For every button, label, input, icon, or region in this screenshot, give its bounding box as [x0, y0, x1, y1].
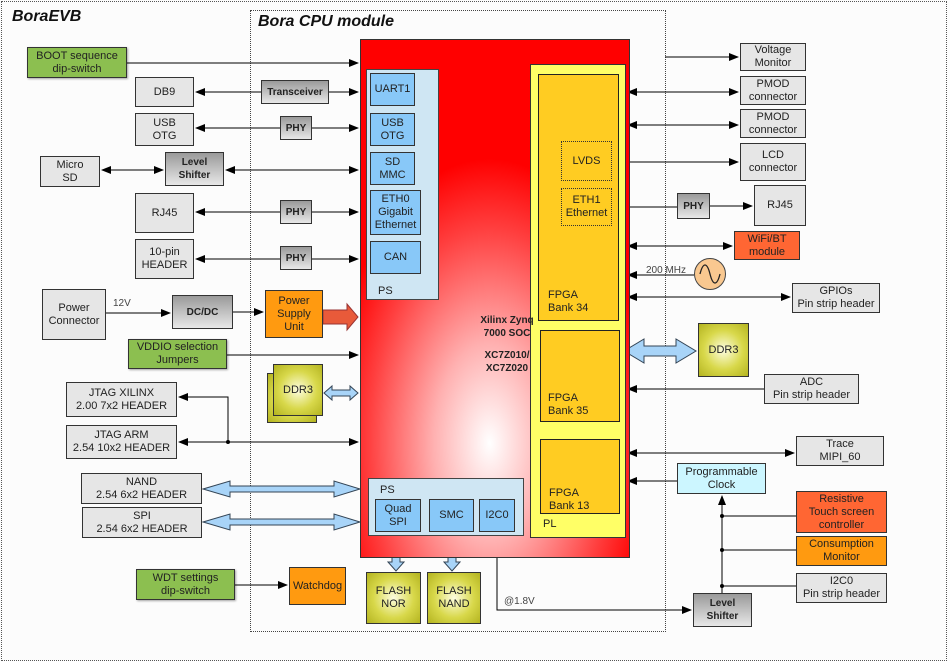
ps-sd-mmc: SD MMC: [370, 152, 415, 185]
i2c0-header: I2C0 Pin strip header: [796, 573, 887, 603]
voltage-monitor: Voltage Monitor: [740, 43, 806, 71]
power-arrow: [322, 302, 359, 332]
wire-jtag-xilinx: [178, 393, 229, 442]
phy-rj45: PHY: [280, 200, 312, 224]
soc-part-numbers: XC7Z010/ XC7Z020: [484, 350, 530, 374]
programmable-clock: Programmable Clock: [677, 463, 766, 494]
label-1v8: @1.8V: [504, 596, 535, 607]
pmod-connector-2: PMOD connector: [740, 109, 806, 138]
wifi-bt-module: WiFi/BT module: [734, 231, 800, 260]
power-supply-unit: Power Supply Unit: [265, 290, 323, 338]
adc-header: ADC Pin strip header: [764, 374, 859, 404]
jtag-xilinx-header: JTAG XILINX 2.00 7x2 HEADER: [66, 382, 177, 417]
ten-pin-header: 10-pin HEADER: [135, 239, 194, 279]
trace-mipi: Trace MIPI_60: [796, 436, 884, 466]
sine-wave-icon: [699, 264, 721, 284]
boot-dip-switch: BOOT sequence dip-switch: [27, 47, 127, 78]
pl-lvds: LVDS: [561, 141, 612, 181]
pl-label: PL: [543, 518, 557, 530]
watchdog: Watchdog: [289, 567, 346, 605]
rj45-connector-left: RJ45: [135, 193, 194, 233]
consumption-monitor: Consumption Monitor: [796, 536, 887, 566]
flash-nor: FLASH NOR: [366, 572, 421, 624]
nand-header: NAND 2.54 6x2 HEADER: [81, 473, 202, 504]
ddr3-left: DDR3: [273, 364, 323, 416]
soc-name: Xilinx Zynq 7000 SOC: [480, 315, 534, 339]
bus-ddr3-right: [623, 338, 697, 364]
bus-ddr3-left: [323, 384, 359, 402]
lcd-connector: LCD connector: [740, 143, 806, 181]
rj45-connector-right: RJ45: [754, 185, 806, 226]
label-12v: 12V: [113, 298, 131, 309]
micro-sd-slot: Micro SD: [40, 156, 100, 187]
ps-smc: SMC: [429, 499, 474, 532]
jtag-arm-header: JTAG ARM 2.54 10x2 HEADER: [66, 425, 177, 459]
ps-quad-spi: Quad SPI: [375, 499, 421, 532]
phy-can: PHY: [280, 246, 312, 270]
bank35-label: FPGA Bank 35: [548, 392, 589, 417]
bus-spi: [201, 513, 362, 531]
junction-dot: [720, 514, 724, 518]
db9-connector: DB9: [135, 77, 194, 107]
transceiver: Transceiver: [261, 80, 329, 104]
spi-header: SPI 2.54 6x2 HEADER: [82, 507, 202, 538]
ps-top-label: PS: [378, 285, 393, 297]
pmod-connector-1: PMOD connector: [740, 76, 806, 105]
fpga-bank-35: [540, 330, 620, 422]
dc-dc-converter: DC/DC: [172, 295, 233, 329]
bus-nand: [201, 480, 362, 498]
ps-usb-otg: USB OTG: [370, 113, 415, 146]
wdt-dip-switch: WDT settings dip-switch: [136, 569, 235, 600]
ps-can: CAN: [370, 241, 421, 274]
oscillator: [694, 258, 726, 290]
ps-eth0: ETH0 Gigabit Ethernet: [370, 190, 421, 235]
flash-nand: FLASH NAND: [427, 572, 481, 624]
wire-i2c0-1v8: [496, 534, 692, 614]
ps-uart1: UART1: [370, 73, 415, 106]
fpga-bank-13: [540, 439, 620, 514]
junction-dot: [226, 440, 230, 444]
level-shifter-sd: Level Shifter: [165, 152, 224, 186]
level-shifter-i2c: Level Shifter: [693, 593, 752, 627]
fpga-bank-34: [538, 74, 619, 321]
vddio-jumpers: VDDIO selection Jumpers: [128, 339, 227, 369]
ps-i2c0: I2C0: [479, 499, 515, 532]
bank34-label: FPGA Bank 34: [548, 289, 589, 314]
pl-eth1: ETH1 Ethernet: [561, 188, 612, 226]
cpu-module-frame: [250, 10, 666, 632]
label-200mhz: 200 MHz: [646, 265, 687, 276]
power-connector: Power Connector: [42, 289, 106, 340]
module-title: Bora CPU module: [258, 13, 395, 30]
bank13-label: FPGA Bank 13: [549, 487, 590, 512]
usb-otg-connector: USB OTG: [135, 113, 194, 146]
phy-eth1: PHY: [677, 193, 710, 219]
gpios-header: GPIOs Pin strip header: [792, 283, 880, 313]
junction-dot: [720, 584, 724, 588]
ps-bottom-label: PS: [380, 484, 395, 496]
junction-dot: [720, 548, 724, 552]
ddr3-right: DDR3: [698, 323, 749, 377]
phy-usb: PHY: [280, 116, 312, 140]
touch-controller: Resistive Touch screen controller: [796, 491, 887, 533]
board-title: BoraEVB: [12, 8, 82, 25]
